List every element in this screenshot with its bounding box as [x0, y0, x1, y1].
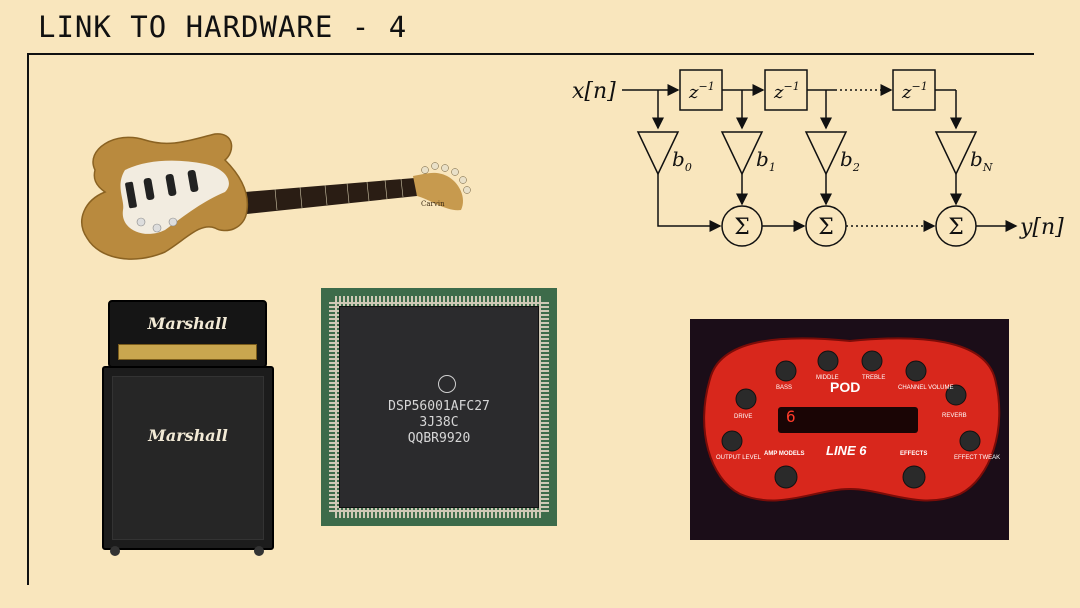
- pod-knob-channel-volume: CHANNEL VOLUME: [898, 385, 954, 391]
- sum-symbol-1: Σ: [734, 215, 750, 240]
- delay-label-2: z−1: [773, 80, 800, 103]
- dsp-chip-image: DSP56001AFC27 3J38C QQBR9920: [321, 288, 557, 526]
- sum-symbol-2: Σ: [818, 215, 834, 240]
- pod-knob-bass: BASS: [776, 385, 793, 391]
- slide-title: LINK TO HARDWARE - 4: [38, 10, 408, 44]
- sum-symbol-3: Σ: [948, 215, 964, 240]
- pod-maker: LINE 6: [826, 443, 867, 458]
- coeff-b2: b2: [840, 147, 860, 174]
- pod-knob-reverb: REVERB: [942, 413, 967, 419]
- left-border: [27, 53, 29, 585]
- chip-label-line3: QQBR9920: [407, 431, 471, 446]
- pod-knob-drive: DRIVE: [734, 414, 753, 420]
- pod-knob-treble: TREBLE: [862, 375, 886, 381]
- input-label: x[n]: [572, 79, 616, 104]
- pod-display: 6: [786, 407, 796, 426]
- chip-package: DSP56001AFC27 3J38C QQBR9920: [339, 306, 539, 508]
- line6-pod-image: 6 POD LINE 6 DRIVE BASS MIDDLE TREBLE CH…: [690, 319, 1009, 540]
- pod-knob-middle: MIDDLE: [816, 375, 839, 381]
- pod-section-amp-models: AMP MODELS: [764, 451, 805, 457]
- coeff-bN: bN: [970, 147, 993, 174]
- amp-control-panel: [118, 344, 257, 360]
- pod-body: [703, 337, 1001, 502]
- delay-label-1: z−1: [688, 80, 715, 103]
- amp-cabinet-logo: Marshall: [148, 426, 228, 445]
- chip-label-line2: 3J38C: [419, 415, 459, 430]
- pod-knob-effect-tweak: EFFECT TWEAK: [954, 455, 1001, 461]
- amp-head: Marshall: [108, 300, 267, 368]
- amp-head-logo: Marshall: [147, 314, 228, 333]
- title-underline: [28, 53, 1034, 55]
- electric-guitar-image: Carvin: [81, 133, 471, 260]
- pod-knob-output-level: OUTPUT LEVEL: [716, 455, 761, 461]
- coeff-b1: b1: [756, 147, 776, 174]
- pod-section-effects: EFFECTS: [900, 451, 928, 457]
- output-label: y[n]: [1019, 215, 1064, 240]
- chip-label-line1: DSP56001AFC27: [388, 399, 490, 414]
- coeff-b0: b0: [672, 147, 692, 174]
- guitar-brand: Carvin: [421, 200, 445, 208]
- amp-cabinet: Marshall: [102, 366, 274, 550]
- delay-label-3: z−1: [901, 80, 928, 103]
- pod-brand: POD: [830, 379, 861, 395]
- marshall-amp-stack-image: Marshall Marshall: [98, 300, 278, 558]
- fir-filter-diagram: x[n] y[n] z−1 z−1 z−1 b0 b1 b2 bN Σ Σ Σ: [572, 69, 1064, 247]
